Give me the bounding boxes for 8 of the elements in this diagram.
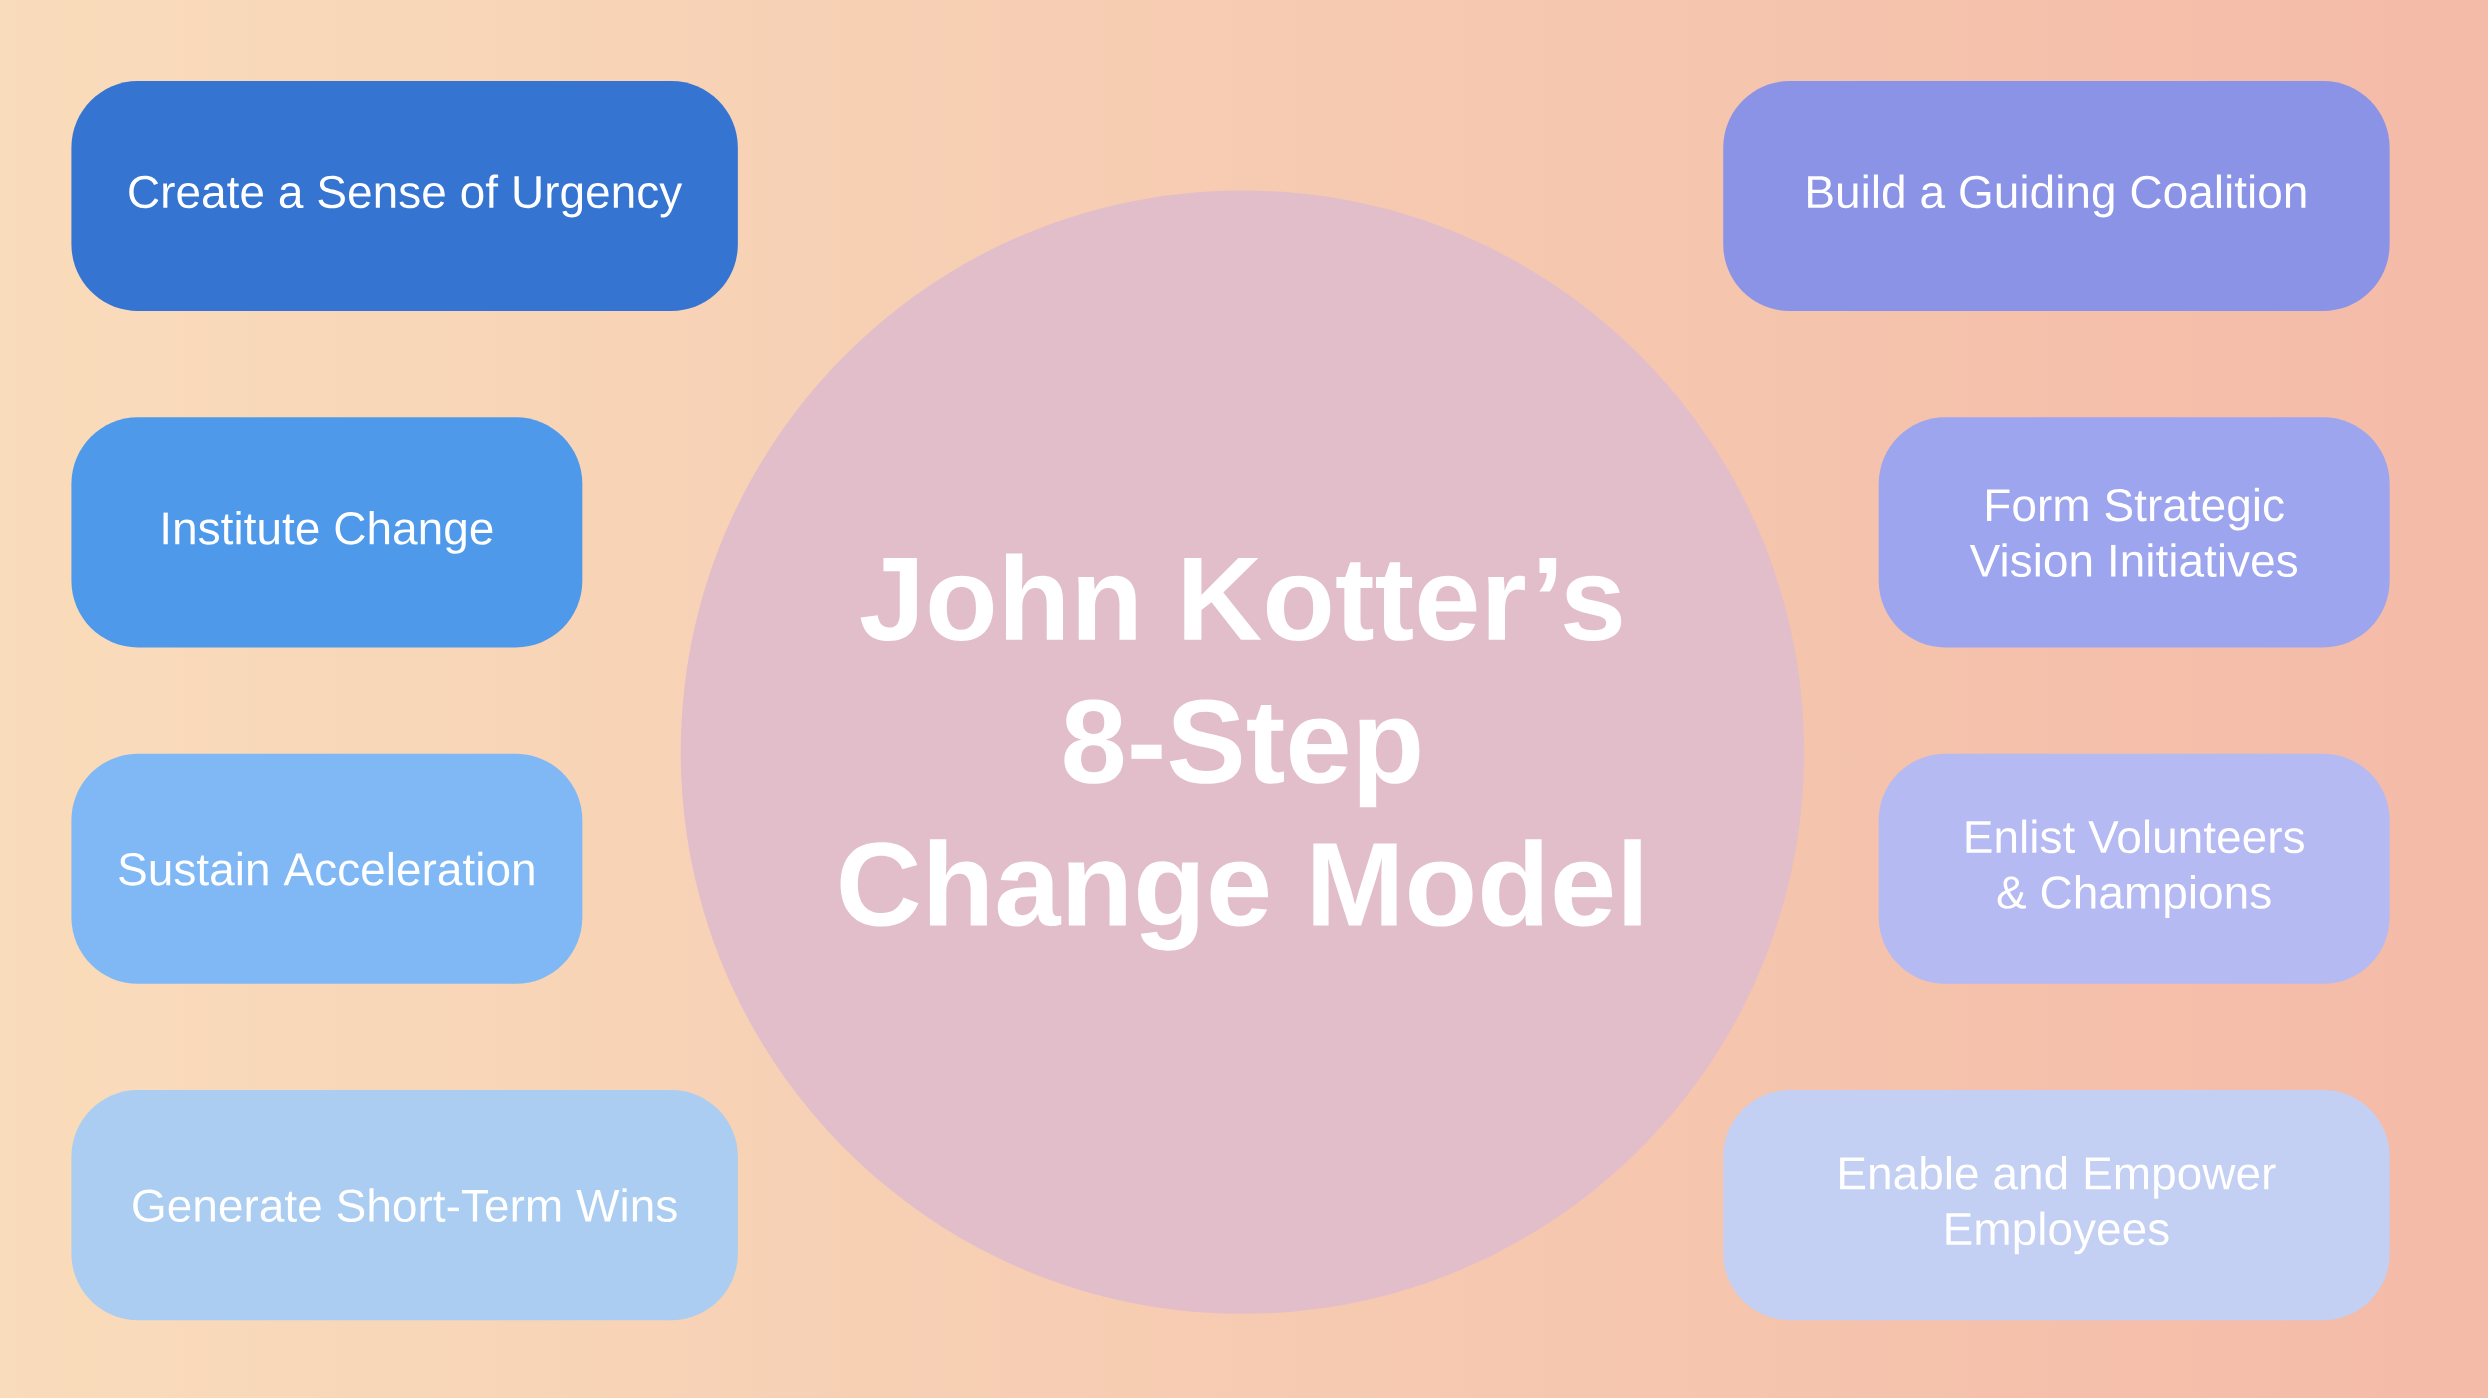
step-box: Build a Guiding Coalition <box>1723 80 2390 312</box>
step-box: Generate Short-Term Wins <box>71 1090 738 1321</box>
step-box: Enlist Volunteers & Champions <box>1878 753 2390 984</box>
step-box: Institute Change <box>71 417 583 648</box>
step-box: Create a Sense of Urgency <box>71 80 738 312</box>
step-box: Enable and Empower Employees <box>1723 1090 2390 1321</box>
step-box: Form Strategic Vision Initiatives <box>1878 417 2390 648</box>
step-box: Sustain Acceleration <box>71 753 583 984</box>
